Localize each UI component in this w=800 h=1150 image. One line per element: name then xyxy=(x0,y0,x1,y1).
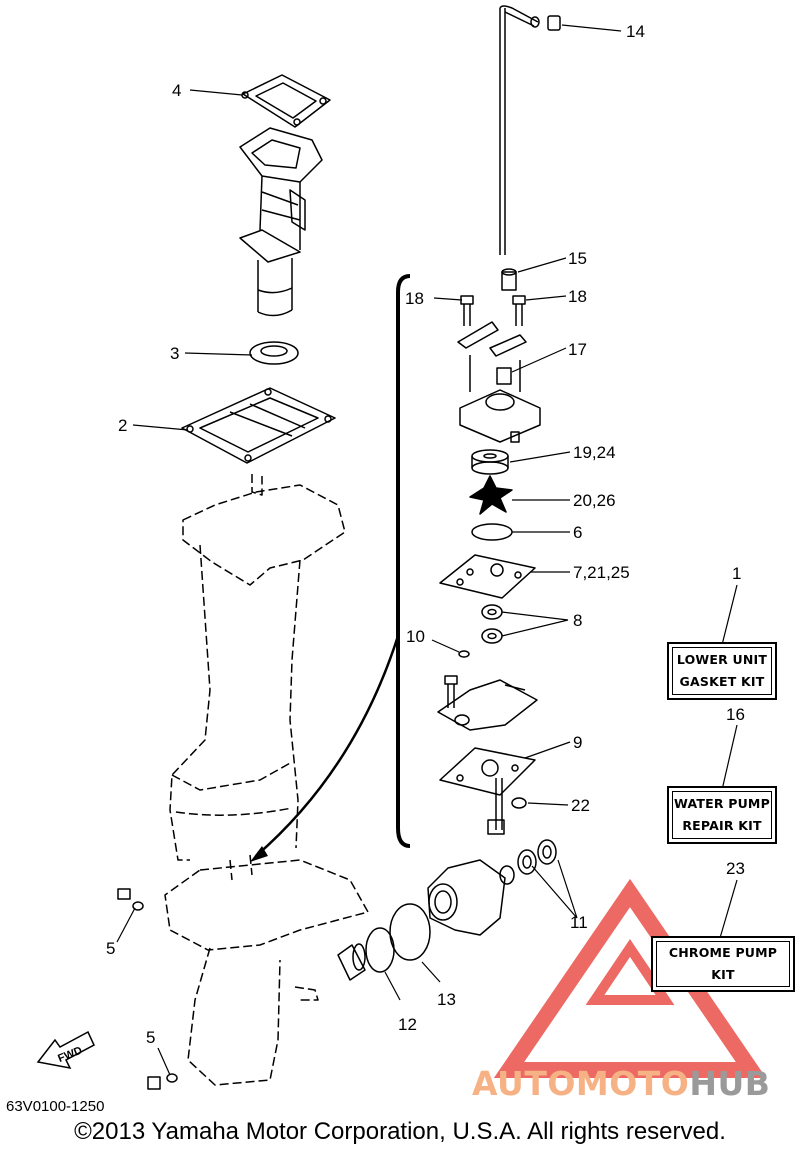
plate-part-17 xyxy=(457,321,527,385)
pump-base xyxy=(437,675,538,731)
impeller-part-20 xyxy=(469,475,513,515)
insert-part-19 xyxy=(471,449,509,475)
callout-18b: 18 xyxy=(568,287,587,306)
seal-part-11 xyxy=(499,839,557,885)
pump-housing xyxy=(459,355,541,443)
oring-part-10 xyxy=(458,650,470,658)
watermark-brand: AUTOMOTOHUB xyxy=(472,1064,770,1103)
callout-10: 10 xyxy=(406,627,425,646)
bolt-part-18 xyxy=(460,295,526,326)
callout-8: 8 xyxy=(573,611,582,630)
callout-5b: 5 xyxy=(146,1028,155,1047)
water-tube-part-14 xyxy=(499,5,561,255)
callout-7: 7,21,25 xyxy=(573,563,630,582)
kit-label: CHROME PUMP xyxy=(668,945,778,960)
callout-19: 19,24 xyxy=(573,443,616,462)
lower-unit-gasket-kit-box: LOWER UNIT GASKET KIT xyxy=(667,642,777,700)
seal-part-22 xyxy=(511,797,527,809)
drive-shaft-line xyxy=(495,778,503,830)
bearing-part-8 xyxy=(481,604,503,644)
callout-14: 14 xyxy=(626,22,645,41)
watermark-brand-part2: HUB xyxy=(689,1064,771,1103)
callout-16: 16 xyxy=(726,705,745,724)
callout-12: 12 xyxy=(398,1015,417,1034)
kit-label: GASKET KIT xyxy=(679,674,765,689)
exhaust-guide xyxy=(239,127,323,317)
kit-label: WATER PUMP xyxy=(674,796,770,811)
callout-9: 9 xyxy=(573,733,582,752)
callout-3: 3 xyxy=(170,344,179,363)
callout-22: 22 xyxy=(571,796,590,815)
grommet-part-15 xyxy=(501,268,517,291)
pump-kit-bracket xyxy=(396,274,411,848)
watermark-brand-part1: AUTOMOTO xyxy=(472,1064,690,1103)
kit-label: LOWER UNIT xyxy=(676,652,768,667)
gasket-part-4 xyxy=(241,74,331,128)
callout-13: 13 xyxy=(437,990,456,1009)
kit-label: KIT xyxy=(711,967,735,982)
oring-part-6 xyxy=(471,523,513,541)
seal-part-3 xyxy=(249,341,299,365)
callout-11: 11 xyxy=(570,913,588,932)
chrome-pump-kit-box: CHROME PUMP KIT xyxy=(651,936,795,992)
callout-20: 20,26 xyxy=(573,491,616,510)
plate-part-7 xyxy=(439,554,536,599)
assembly-arrow xyxy=(255,635,400,857)
callout-4: 4 xyxy=(172,81,181,100)
plate-part-9 xyxy=(439,747,536,796)
callout-2: 2 xyxy=(118,416,127,435)
callout-15: 15 xyxy=(568,249,587,268)
gasket-part-2 xyxy=(181,387,336,464)
lower-casing xyxy=(164,854,369,1086)
callout-23: 23 xyxy=(726,859,745,878)
gear-housing xyxy=(427,859,506,936)
diagram-part-number: 63V0100-1250 xyxy=(6,1098,105,1115)
callout-5a: 5 xyxy=(106,939,115,958)
shaft-ring xyxy=(487,819,505,835)
oring-part-13 xyxy=(389,903,431,961)
water-pump-repair-kit-box: WATER PUMP REPAIR KIT xyxy=(667,786,777,844)
screw-part-5 xyxy=(117,888,178,1090)
upper-casing xyxy=(169,474,346,861)
callout-18a: 18 xyxy=(405,289,424,308)
kit-label: REPAIR KIT xyxy=(682,818,762,833)
fwd-arrow-icon: FWD xyxy=(36,1030,95,1070)
copyright-notice: ©2013 Yamaha Motor Corporation, U.S.A. A… xyxy=(74,1118,726,1145)
callout-17: 17 xyxy=(568,340,587,359)
callout-6: 6 xyxy=(573,523,582,542)
callout-1: 1 xyxy=(732,564,741,583)
bushing xyxy=(337,943,366,981)
